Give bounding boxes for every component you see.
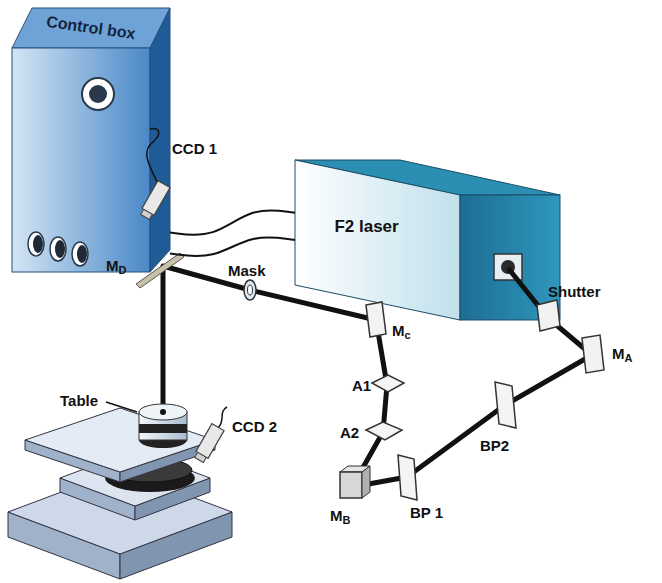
node-title: F2 laser	[334, 217, 398, 237]
part-label: Table	[60, 392, 98, 409]
cable	[170, 210, 295, 234]
control-box-housing	[12, 8, 170, 272]
ccd-camera-2	[218, 407, 227, 428]
mirror-d	[136, 253, 184, 288]
shutter-plate	[537, 300, 560, 331]
control-box-housing	[50, 237, 66, 261]
part-label: BP 1	[410, 504, 443, 521]
sample-holder-cylinder	[139, 404, 187, 448]
f2-laser-housing	[295, 160, 460, 320]
optical-elements	[136, 253, 604, 500]
control-box-housing	[77, 245, 87, 263]
control-box-housing	[12, 48, 150, 272]
ccd-camera-1	[142, 181, 170, 216]
beam-profiler-2	[495, 382, 516, 428]
attenuator-2	[366, 422, 402, 440]
attenuator-1	[372, 375, 404, 392]
laser-box: F2 laser	[295, 160, 560, 320]
part-label: A1	[352, 377, 371, 394]
ccd-camera-1	[141, 209, 153, 219]
beam-profiler-1	[398, 455, 417, 500]
f2-laser-housing	[295, 160, 560, 320]
laser-beam	[163, 266, 592, 487]
part-label: MB	[330, 507, 350, 524]
part-label: BP2	[480, 437, 509, 454]
ccd-camera-1	[139, 129, 170, 221]
mirror-b	[340, 472, 362, 498]
part-label: MA	[612, 345, 632, 362]
control-box-housing	[72, 242, 88, 266]
sample-holder-cylinder	[160, 409, 166, 415]
table-leader-line	[106, 402, 137, 412]
part-label: MD	[106, 257, 126, 274]
part-label: Shutter	[548, 283, 601, 300]
node-title: Control box	[45, 13, 136, 43]
part-label: Mc	[392, 322, 411, 339]
control-box-housing	[33, 235, 43, 253]
control-box-housing	[89, 85, 107, 103]
part-label: Mask	[228, 262, 266, 279]
sample-holder-cylinder	[139, 424, 187, 433]
optical-elements	[248, 285, 253, 295]
control-box-housing	[28, 232, 44, 256]
f2-laser-housing	[494, 254, 522, 280]
sample-holder-cylinder	[139, 404, 187, 420]
control-box-housing	[12, 8, 170, 48]
ccd-camera-2	[196, 424, 224, 459]
translation-table	[25, 408, 215, 472]
mirror-a	[582, 335, 604, 373]
part-label: CCD 1	[172, 140, 217, 157]
ccd-camera-2	[195, 452, 207, 462]
ccd-camera-1	[147, 129, 159, 184]
part-label: CCD 2	[232, 418, 277, 435]
control-box-housing	[55, 240, 65, 258]
ccd-camera-2	[193, 407, 227, 464]
mask	[244, 280, 256, 300]
translation-table	[8, 408, 232, 579]
control-box-housing	[150, 8, 170, 272]
ccd-camera-2	[193, 424, 224, 464]
ccd-camera-1	[139, 181, 170, 221]
cable	[170, 237, 295, 256]
f2-laser-housing	[460, 195, 560, 320]
control-box: Control box	[12, 8, 170, 272]
mirror-c	[366, 302, 386, 337]
part-label: A2	[340, 424, 359, 441]
control-box-housing	[82, 78, 114, 110]
mirror-b-side	[362, 466, 370, 498]
